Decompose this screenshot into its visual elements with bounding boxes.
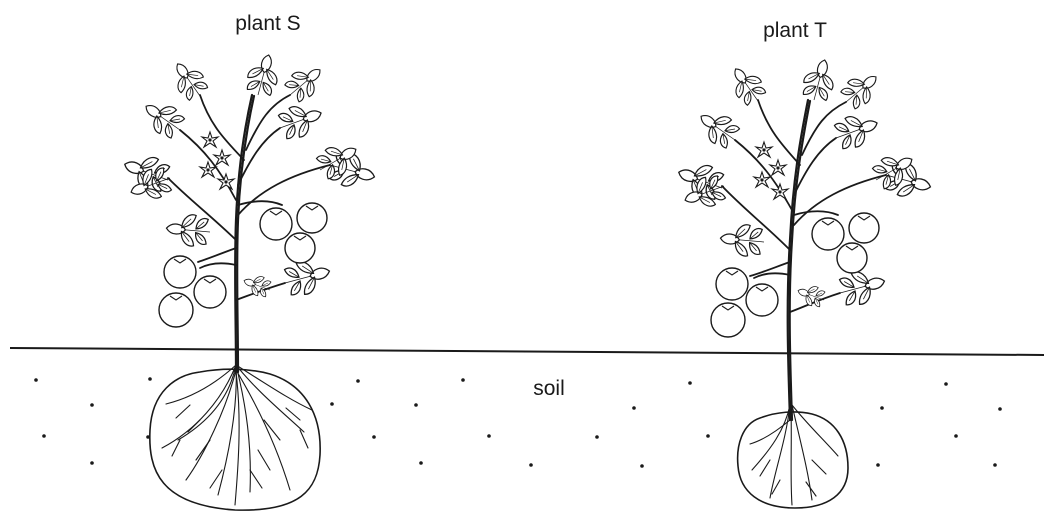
plant-s-leaves <box>119 51 379 299</box>
plant-s <box>119 51 379 510</box>
plant-s-flowers <box>200 132 234 189</box>
plant-t-root-ball <box>738 412 848 508</box>
plant-t <box>673 56 935 508</box>
plant-s-label: plant S <box>235 12 300 35</box>
ground-line <box>10 348 1044 355</box>
plant-t-label: plant T <box>763 19 827 42</box>
soil-label: soil <box>533 377 565 400</box>
plant-t-flowers <box>754 142 788 199</box>
plant-t-leaves <box>673 56 935 309</box>
